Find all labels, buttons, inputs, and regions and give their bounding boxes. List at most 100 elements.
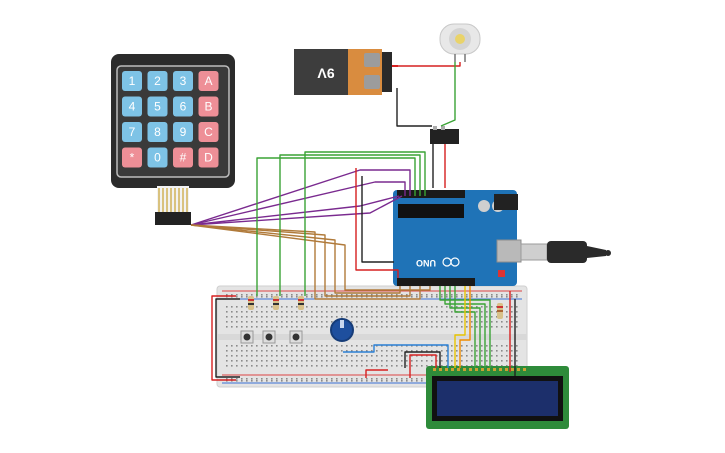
breadboard-hole [336,365,338,367]
keypad-key[interactable] [173,96,193,117]
keypad-key[interactable] [122,147,142,168]
breadboard-hole [256,326,258,328]
breadboard-hole [421,321,423,323]
breadboard-hole [286,360,288,362]
breadboard-hole [401,311,403,313]
breadboard-hole [396,350,398,352]
breadboard-hole [321,311,323,313]
breadboard-hole [436,350,438,352]
breadboard-hole [391,294,393,296]
breadboard-hole [461,294,463,296]
breadboard-hole [511,294,513,296]
breadboard[interactable] [216,285,528,388]
breadboard-hole [391,296,393,298]
arduino-uno[interactable]: UNO [393,190,522,286]
breadboard-hole [441,294,443,296]
arduino-reset-button[interactable] [498,270,505,277]
keypad-key[interactable] [198,147,219,168]
breadboard-hole [501,350,503,352]
breadboard-hole [516,306,518,308]
keypad-key[interactable] [198,122,219,142]
breadboard-hole [276,378,278,380]
breadboard-hole [356,316,358,318]
breadboard-hole [436,311,438,313]
breadboard-hole [336,294,338,296]
breadboard-hole [226,311,228,313]
breadboard-hole [446,345,448,347]
keypad-key[interactable] [122,96,142,117]
breadboard-hole [446,355,448,357]
breadboard-hole [296,294,298,296]
keypad-key[interactable] [198,96,219,117]
breadboard-hole [461,350,463,352]
breadboard-hole [476,294,478,296]
breadboard-hole [266,380,268,382]
relay[interactable] [430,126,459,144]
breadboard-hole [351,350,353,352]
breadboard-hole [441,311,443,313]
breadboard-hole [436,326,438,328]
keypad-key[interactable] [173,147,193,168]
keypad-key[interactable] [147,122,168,142]
breadboard-hole [426,365,428,367]
breadboard-hole [346,296,348,298]
breadboard-hole [496,321,498,323]
keypad-key-label: 9 [180,125,187,139]
breadboard-hole [341,316,343,318]
keypad-key[interactable] [147,147,168,168]
keypad-key[interactable] [147,71,168,91]
breadboard-hole [496,360,498,362]
breadboard-hole [241,296,243,298]
keypad-key[interactable] [198,71,219,91]
keypad-key[interactable] [173,122,193,142]
breadboard-hole [291,296,293,298]
breadboard-hole [411,326,413,328]
keypad-key[interactable] [147,96,168,117]
relay-body [430,129,459,144]
keypad-key[interactable] [173,71,193,91]
breadboard-hole [291,350,293,352]
breadboard-hole [326,296,328,298]
breadboard-hole [246,365,248,367]
breadboard-hole [311,326,313,328]
resistor-1 [248,296,254,310]
dc-motor[interactable] [439,23,481,62]
lcd-16x2[interactable] [426,366,569,429]
keypad-key[interactable] [122,71,142,91]
breadboard-hole [371,380,373,382]
breadboard-hole [356,355,358,357]
breadboard-hole [326,311,328,313]
breadboard-hole [326,326,328,328]
breadboard-hole [326,360,328,362]
breadboard-hole [301,326,303,328]
breadboard-hole [391,321,393,323]
breadboard-hole [286,321,288,323]
breadboard-hole [226,296,228,298]
breadboard-hole [471,306,473,308]
breadboard-hole [311,294,313,296]
breadboard-hole [421,380,423,382]
breadboard-hole [376,296,378,298]
breadboard-hole [396,360,398,362]
breadboard-hole [506,294,508,296]
breadboard-hole [421,326,423,328]
breadboard-hole [301,294,303,296]
breadboard-hole [311,321,313,323]
keypad-key[interactable] [122,122,142,142]
breadboard-hole [416,294,418,296]
breadboard-hole [316,296,318,298]
breadboard-hole [491,321,493,323]
breadboard-hole [291,345,293,347]
breadboard-hole [471,365,473,367]
breadboard-hole [421,294,423,296]
potentiometer[interactable] [330,318,354,342]
breadboard-hole [411,311,413,313]
push-buttons[interactable] [240,330,303,344]
battery-9v[interactable]: 9V [294,49,392,95]
breadboard-hole [311,311,313,313]
breadboard-hole [271,326,273,328]
breadboard-hole [281,294,283,296]
breadboard-hole [316,321,318,323]
